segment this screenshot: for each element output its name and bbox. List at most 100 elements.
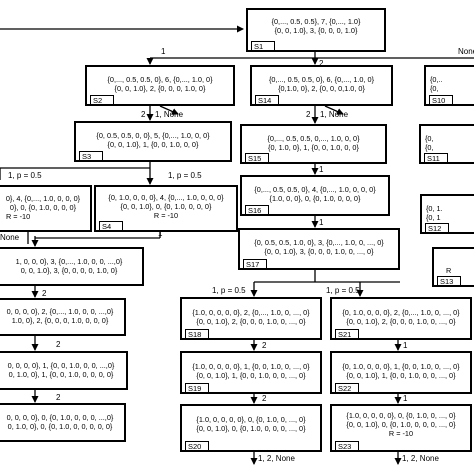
node-mid-line-2: 0, 0, 1.0}, 3, {0, 0, 0, 0, 1.0, 0} xyxy=(20,266,118,275)
node-left-line-3: R = -10 xyxy=(6,212,31,221)
node-s3-line-2: {0, 0, 1.0}, 1, {0, 0, 1.0, 0, 0} xyxy=(107,140,199,149)
node-s4-line-2: {0, 0, 1.0}, 0, {0, 1.0, 0, 0, 0} xyxy=(120,202,212,211)
node-s17-tag: S17 xyxy=(243,259,267,268)
node-s12-line-1: {0, 1. xyxy=(426,204,443,213)
label-s17-left: 1, p = 0.5 xyxy=(212,286,246,295)
label-s1-s10: None xyxy=(458,47,474,56)
label-bottom-right: 1, 2, None xyxy=(402,454,439,463)
node-s11-line-1: {0, xyxy=(425,134,434,143)
label-s14-none: 1, None xyxy=(320,110,349,119)
label-b-step: 2 xyxy=(56,340,61,349)
node-s23-line-1: {1.0, 0, 0, 0, 0}, 0, {0, 1.0, 0, ..., 0… xyxy=(346,411,456,420)
node-s23-line-2: {0, 0, 1.0}, 0, {0, 1.0, 0, 0, 0, ..., 0… xyxy=(346,420,456,429)
node-s4-line-3: R = -10 xyxy=(153,211,179,220)
node-s4-line-1: {0, 1.0, 0, 0, 0}, 4, {0,..., 1.0, 0, 0,… xyxy=(108,193,224,202)
node-s12-tag: S12 xyxy=(425,223,449,232)
node-s17-line-2: {0, 0, 1.0}, 3, {0, 0, 0, 1.0, 0, ..., 0… xyxy=(264,247,374,256)
node-s13: R S13 xyxy=(432,247,474,287)
node-s14-tag: S14 xyxy=(255,95,279,104)
node-s20-tag: S20 xyxy=(185,441,209,450)
node-c-line-1: 0, 0, 0, 0}, 0, {0, 1.0, 0, 0, 0, ...,0} xyxy=(6,413,114,422)
node-s10: {0,.. {0, S10 xyxy=(424,65,474,106)
node-s13-tag: S13 xyxy=(437,276,461,285)
node-s3-tag: S3 xyxy=(79,151,103,160)
label-s2-none: 1, None xyxy=(155,110,184,119)
node-b-line-2: 0, 1.0, 0}, 1, {0, 0, 1.0, 0, 0, 0, 0} xyxy=(8,370,114,379)
node-s19-tag: S19 xyxy=(185,383,209,392)
node-c-line-2: 0, 1.0, 0}, 0, {0, 1.0, 0, 0, 0, 0, 0} xyxy=(7,422,113,431)
node-s1-line-2: {0, 0, 1.0}, 3, {0, 0, 0, 1.0} xyxy=(274,26,358,35)
node-s20-line-1: {1.0, 0, 0, 0, 0}, 0, {0, 1.0, 0, ..., 0… xyxy=(196,415,306,424)
node-s11: {0, {0, S11 xyxy=(419,124,474,164)
node-s18-line-2: {0, 0, 1.0}, 2, {0, 0, 0, 1.0, 0, ..., 0… xyxy=(196,317,306,326)
label-s14-left: 2 xyxy=(306,110,311,119)
label-s21-s22: 1 xyxy=(403,341,408,350)
node-s14-line-2: {0,1.0, 0}, 2, {0, 0, 0,1.0, 0} xyxy=(278,84,365,93)
node-s22: {0, 1.0, 0, 0, 0}, 1, {0, 0, 1.0, 0, ...… xyxy=(330,351,472,394)
node-s2-tag: S2 xyxy=(90,95,114,104)
label-s19-s20: 2 xyxy=(262,394,267,403)
label-bottom-left: 1, 2, None xyxy=(258,454,295,463)
label-a-step: 2 xyxy=(42,289,47,298)
node-s3: {0, 0.5, 0.5, 0, 0}, 5, {0,..., 1.0, 0, … xyxy=(74,121,232,162)
node-s3-line-1: {0, 0.5, 0.5, 0, 0}, 5, {0,..., 1.0, 0, … xyxy=(96,131,210,140)
node-s10-line-1: {0,.. xyxy=(430,75,443,84)
node-s13-line-1: R xyxy=(446,266,452,275)
node-s23: {1.0, 0, 0, 0, 0}, 0, {0, 1.0, 0, ..., 0… xyxy=(330,404,472,452)
node-s14-line-1: {0,..., 0.5, 0.5, 0}, 6, {0,..., 1.0, 0} xyxy=(268,75,375,84)
node-s20-line-2: {0, 0, 1.0}, 0, {0, 1.0, 0, 0, 0, ..., 0… xyxy=(196,424,306,433)
node-s23-tag: S23 xyxy=(335,441,359,450)
node-s21-line-1: {0, 1.0, 0, 0, 0}, 2, {0,..., 1.0, 0, ..… xyxy=(342,308,460,317)
node-s4: {0, 1.0, 0, 0, 0}, 4, {0,..., 1.0, 0, 0,… xyxy=(94,185,238,232)
node-s17-line-1: {0, 0.5, 0.5, 1.0, 0}, 3, {0,..., 1.0, 0… xyxy=(254,238,384,247)
node-left-line-1: 0}, 4, {0,..., 1.0, 0, 0, 0} xyxy=(5,194,81,203)
node-s17: {0, 0.5, 0.5, 1.0, 0}, 3, {0,..., 1.0, 0… xyxy=(238,228,400,270)
node-s2-line-2: {0, 0, 1.0}, 2, {0, 0, 0, 1.0, 0} xyxy=(114,84,206,93)
node-c-left: 0, 0, 0, 0}, 0, {0, 1.0, 0, 0, 0, ...,0}… xyxy=(0,403,126,442)
label-left-none: None xyxy=(0,233,20,242)
label-c-step: 2 xyxy=(56,393,61,402)
node-left-terminal: 0}, 4, {0,..., 1.0, 0, 0, 0} 0}, 0, {0, … xyxy=(0,185,92,232)
node-mid-line-1: 1, 0, 0, 0}, 3, {0,..., 1.0, 0, 0, ...,0… xyxy=(15,257,123,266)
node-s19: {1.0, 0, 0, 0, 0}, 1, {0, 0, 1.0, 0, ...… xyxy=(180,351,322,394)
node-s12-line-2: {0, 1 xyxy=(426,213,441,222)
node-s19-line-1: {1.0, 0, 0, 0, 0}, 1, {0, 0, 1.0, 0, ...… xyxy=(192,362,310,371)
node-b-left: 0, 0, 0, 0}, 1, {0, 0, 1.0, 0, 0, ...,0}… xyxy=(0,351,128,390)
label-s3-right: 1, p = 0.5 xyxy=(168,171,202,180)
label-s17-right: 1, p = 0.5 xyxy=(326,286,360,295)
node-s2: {0,..., 0.5, 0.5, 0}, 6, {0,..., 1.0, 0}… xyxy=(85,65,235,106)
node-s11-tag: S11 xyxy=(424,153,448,162)
label-s18-s19: 2 xyxy=(262,341,267,350)
edge-s2-none xyxy=(159,105,179,115)
node-s1-tag: S1 xyxy=(251,41,275,50)
node-s11-line-2: {0, xyxy=(425,143,434,152)
node-s22-tag: S22 xyxy=(335,383,359,392)
node-s18-line-1: {1.0, 0, 0, 0, 0}, 2, {0,..., 1.0, 0, ..… xyxy=(192,308,310,317)
label-s16-s17: 1 xyxy=(319,218,324,227)
label-s22-s23: 1 xyxy=(403,394,408,403)
node-s16-line-2: {1.0, 0, 0}, 0, {0, 1.0, 0, 0, 0} xyxy=(269,194,361,203)
label-s1-s14: 2 xyxy=(319,59,324,68)
node-a-line-1: 0, 0, 0, 0}, 2, {0,..., 1.0, 0, 0, ...,0… xyxy=(6,307,114,316)
node-s22-line-2: {0, 0, 1.0}, 1, {0, 0, 1.0, 0, 0, ..., 0… xyxy=(346,371,456,380)
node-s10-line-2: {0, xyxy=(430,84,439,93)
node-s1-line-1: {0,..., 0.5, 0.5}, 7, {0,..., 1.0} xyxy=(271,17,361,26)
label-s2-left: 2 xyxy=(141,110,146,119)
node-s16: {0,..., 0.5, 0.5, 0}, 4, {0,..., 1.0, 0,… xyxy=(240,175,390,216)
node-s2-line-1: {0,..., 0.5, 0.5, 0}, 6, {0,..., 1.0, 0} xyxy=(107,75,213,84)
node-s20: {1.0, 0, 0, 0, 0}, 0, {0, 1.0, 0, ..., 0… xyxy=(180,404,322,452)
edge-s14-none xyxy=(324,105,344,115)
node-s21-line-2: {0, 0, 1.0}, 2, {0, 0, 0, 1.0, 0, ..., 0… xyxy=(346,317,456,326)
node-s15: {0,..., 0.5, 0.5, 0,..., 1.0, 0, 0} {0, … xyxy=(240,124,387,164)
node-left-line-2: 0}, 0, {0, 1.0, 0, 0, 0} xyxy=(9,203,77,212)
node-a-left: 0, 0, 0, 0}, 2, {0,..., 1.0, 0, 0, ...,0… xyxy=(0,298,126,336)
node-s15-line-1: {0,..., 0.5, 0.5, 0,..., 1.0, 0, 0} xyxy=(267,134,360,143)
node-s22-line-1: {0, 1.0, 0, 0, 0}, 1, {0, 0, 1.0, 0, ...… xyxy=(342,362,460,371)
node-s4-tag: S4 xyxy=(99,221,123,230)
node-mid-left: 1, 0, 0, 0}, 3, {0,..., 1.0, 0, 0, ...,0… xyxy=(0,247,144,286)
node-s15-tag: S15 xyxy=(245,153,269,162)
node-s18-tag: S18 xyxy=(185,329,209,338)
node-s23-line-3: R = -10 xyxy=(388,429,414,438)
node-a-line-2: 1.0, 0}, 2, {0, 0, 0, 1.0, 0, 0, 0} xyxy=(11,316,109,325)
node-s12: {0, 1. {0, 1 S12 xyxy=(420,194,474,234)
